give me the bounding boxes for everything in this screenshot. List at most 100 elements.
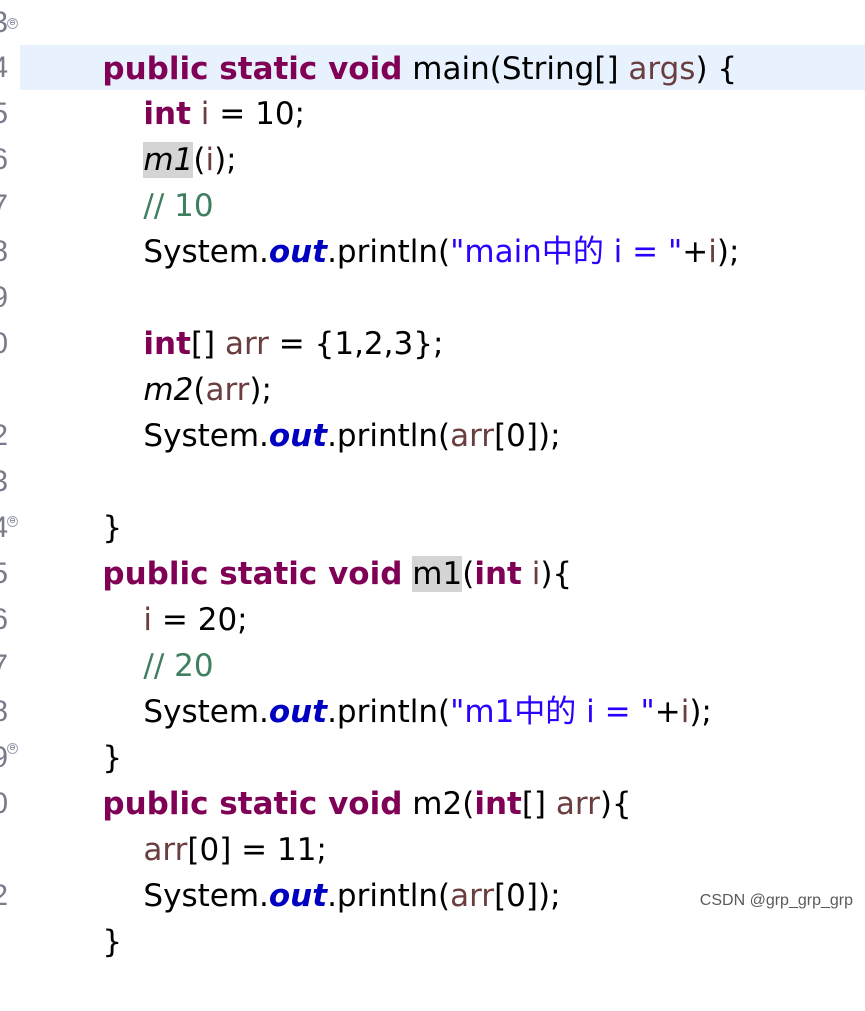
- string-literal: "m1中的 i = ": [450, 694, 655, 730]
- method-call-token: m1: [143, 142, 194, 178]
- code-line[interactable]: i = 20;: [104, 551, 247, 638]
- fold-collapse-icon[interactable]: ⊖: [7, 516, 18, 527]
- code-line[interactable]: System.out.println("m1中的 i = "+i);: [104, 643, 711, 730]
- line-number: [0, 367, 8, 413]
- code-text: [0]);: [494, 418, 561, 454]
- code-text: (String[]: [489, 51, 629, 87]
- keyword-token: int: [143, 96, 191, 132]
- variable-token: args: [628, 51, 696, 87]
- variable-token: i: [200, 96, 210, 132]
- line-number: 3: [0, 459, 8, 505]
- code-text: (: [193, 372, 206, 408]
- variable-token: arr: [555, 786, 600, 822]
- keyword-token: public static void: [102, 786, 403, 822]
- method-call-token: m2: [143, 372, 194, 408]
- csdn-watermark: CSDN @grp_grp_grp: [699, 892, 853, 909]
- code-text: (: [193, 142, 206, 178]
- code-line[interactable]: // 10: [104, 137, 213, 224]
- line-number: 0: [0, 321, 8, 367]
- closing-brace: }: [102, 510, 123, 546]
- code-line[interactable]: System.out.println(arr[0]);: [104, 367, 560, 454]
- code-line[interactable]: arr[0] = 11;: [104, 781, 326, 868]
- variable-token: i: [708, 234, 717, 270]
- string-literal: "main中的 i = ": [450, 234, 683, 270]
- code-text: [0] = 11;: [187, 832, 327, 868]
- closing-brace: }: [102, 924, 123, 960]
- line-number-gutter: 3 ⊖ 4 5 6 7 8 9 0 2 3 4 ⊖ 5 6 7 8 9 ⊖ 0 …: [0, 0, 18, 922]
- keyword-token: int: [474, 786, 522, 822]
- line-number: 8: [0, 229, 8, 275]
- code-line[interactable]: m1(i);: [104, 91, 237, 178]
- line-number: 2: [0, 413, 8, 459]
- code-text: );: [716, 234, 740, 270]
- closing-brace: }: [102, 740, 123, 776]
- line-number: 4: [0, 45, 8, 91]
- fold-collapse-icon[interactable]: ⊖: [7, 743, 18, 754]
- method-name: m1: [412, 556, 463, 592]
- line-number: 7: [0, 643, 8, 689]
- variable-token: arr: [224, 326, 269, 362]
- code-text: []: [521, 786, 556, 822]
- code-line[interactable]: int[] arr = {1,2,3};: [104, 275, 443, 362]
- code-text: []: [190, 326, 225, 362]
- code-line[interactable]: }: [63, 873, 122, 960]
- line-number: 4: [0, 505, 8, 551]
- code-text: = {1,2,3};: [268, 326, 444, 362]
- code-text: );: [214, 142, 237, 178]
- keyword-token: int: [143, 326, 191, 362]
- current-line-highlight: [20, 45, 865, 90]
- code-text: );: [249, 372, 272, 408]
- code-line[interactable]: m2(arr);: [104, 321, 272, 408]
- variable-token: arr: [450, 878, 495, 914]
- code-text: .println(: [327, 694, 451, 730]
- static-field-token: out: [268, 878, 328, 914]
- static-field-token: out: [268, 418, 328, 454]
- keyword-token: int: [474, 556, 522, 592]
- code-text: = 10;: [209, 96, 305, 132]
- line-number: 8: [0, 689, 8, 735]
- line-number: 5: [0, 91, 8, 137]
- code-text: .println(: [327, 234, 451, 270]
- code-line[interactable]: public static void m1(int i){: [63, 505, 572, 592]
- code-line[interactable]: // 20: [104, 597, 213, 684]
- line-number: 9: [0, 275, 8, 321]
- code-text: System.: [143, 878, 269, 914]
- code-text: );: [689, 694, 712, 730]
- code-text: ) {: [695, 51, 738, 87]
- code-line[interactable]: System.out.println(arr[0]);: [104, 827, 560, 914]
- line-number: 7: [0, 183, 8, 229]
- keyword-token: public static void: [102, 51, 403, 87]
- variable-token: arr: [143, 832, 188, 868]
- code-text: .println(: [327, 418, 451, 454]
- static-field-token: out: [268, 694, 328, 730]
- variable-token: i: [205, 142, 215, 178]
- line-number: 2: [0, 873, 8, 919]
- keyword-token: public static void: [102, 556, 403, 592]
- variable-token: i: [680, 694, 690, 730]
- code-line[interactable]: System.out.println("main中的 i = "+i);: [104, 183, 739, 270]
- code-text: System.: [143, 694, 269, 730]
- line-number: 5: [0, 551, 8, 597]
- code-text: System.: [143, 234, 269, 270]
- line-number: 3: [0, 0, 8, 46]
- method-name: m2: [412, 786, 463, 822]
- code-line[interactable]: }: [63, 459, 122, 546]
- code-text: ){: [599, 786, 632, 822]
- line-number: 9: [0, 735, 8, 781]
- code-line[interactable]: int i = 10;: [104, 45, 305, 132]
- code-text: +: [682, 234, 709, 270]
- method-name: main: [412, 51, 490, 87]
- code-text: ){: [540, 556, 573, 592]
- variable-token: arr: [450, 418, 495, 454]
- code-line[interactable]: }: [63, 689, 122, 776]
- comment-token: // 10: [143, 188, 214, 224]
- comment-token: // 20: [143, 648, 214, 684]
- variable-token: arr: [205, 372, 250, 408]
- code-text: (: [462, 786, 475, 822]
- code-line[interactable]: public static void m2(int[] arr){: [63, 735, 631, 822]
- code-text: .println(: [327, 878, 451, 914]
- fold-collapse-icon[interactable]: ⊖: [7, 18, 18, 29]
- static-field-token: out: [268, 234, 328, 270]
- line-number: 0: [0, 781, 8, 827]
- code-line[interactable]: public static void main(String[] args) {: [63, 0, 737, 87]
